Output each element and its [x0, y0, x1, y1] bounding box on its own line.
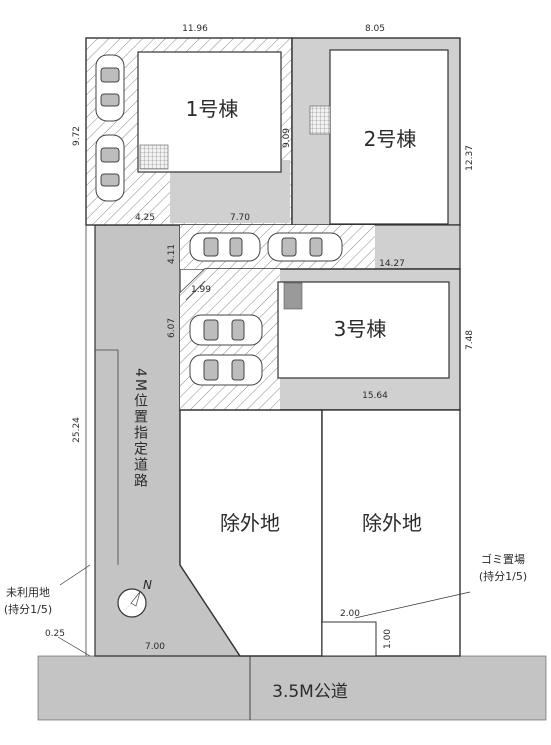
dim-lot1-inner-height: 9.09 [282, 128, 292, 148]
lot-2-entrance [309, 105, 331, 135]
dim-garbage-width: 2.00 [340, 609, 360, 619]
dim-corner-cut: 1.99 [191, 285, 211, 295]
dim-lot3-width: 15.64 [362, 391, 388, 401]
dim-lot3-height: 7.48 [465, 330, 475, 350]
dim-road-width-bottom: 7.00 [145, 642, 165, 652]
garbage-label: ゴミ置場 [481, 552, 525, 566]
dim-lot1-bottom-right: 7.70 [230, 213, 250, 223]
excluded-lot-left [179, 409, 323, 657]
dim-lot1-bottom: 4.25 [135, 213, 155, 223]
car-icon [95, 54, 125, 122]
lot-3-label: 3号棟 [334, 317, 387, 341]
unused-label: 未利用地 [6, 586, 50, 599]
dim-unused-width: 0.25 [45, 629, 65, 639]
public-road [37, 655, 547, 721]
dim-left-height: 9.72 [72, 126, 82, 146]
car-icon [267, 232, 343, 262]
lot-1-building [137, 51, 282, 173]
dim-total-height: 25.24 [72, 417, 82, 443]
dim-lot3-left: 6.07 [167, 318, 177, 338]
dim-lot2-height: 12.37 [465, 145, 475, 171]
north-arrow-icon [117, 588, 147, 618]
dim-parking-width: 14.27 [379, 259, 405, 269]
lot-1-entrance [139, 144, 169, 170]
car-icon [189, 232, 261, 262]
excluded-left-label: 除外地 [220, 511, 280, 535]
car-icon [189, 314, 263, 346]
garbage-area [321, 621, 377, 657]
garbage-share-label: (持分1/5) [479, 569, 527, 583]
unused-share-label: (持分1/5) [4, 602, 52, 616]
lot-2-building [329, 49, 449, 225]
public-road-label: 3.5M公道 [272, 682, 348, 702]
lot-2-label: 2号棟 [364, 127, 417, 151]
lot-3-entrance [283, 282, 303, 310]
excluded-lot-right [321, 409, 461, 657]
car-icon [95, 134, 125, 202]
dim-top-right-width: 8.05 [365, 24, 385, 34]
lot-3-building [277, 281, 450, 379]
excluded-right-label: 除外地 [362, 511, 422, 535]
lot-1-label: 1号棟 [186, 97, 239, 121]
car-icon [189, 354, 263, 386]
dim-top-left-width: 11.96 [182, 24, 208, 34]
dim-garbage-depth: 1.00 [383, 629, 393, 649]
dim-parking-height: 4.11 [167, 244, 177, 264]
north-label: N [143, 578, 152, 592]
private-road-label: 4M位置指定道路 [132, 368, 148, 489]
